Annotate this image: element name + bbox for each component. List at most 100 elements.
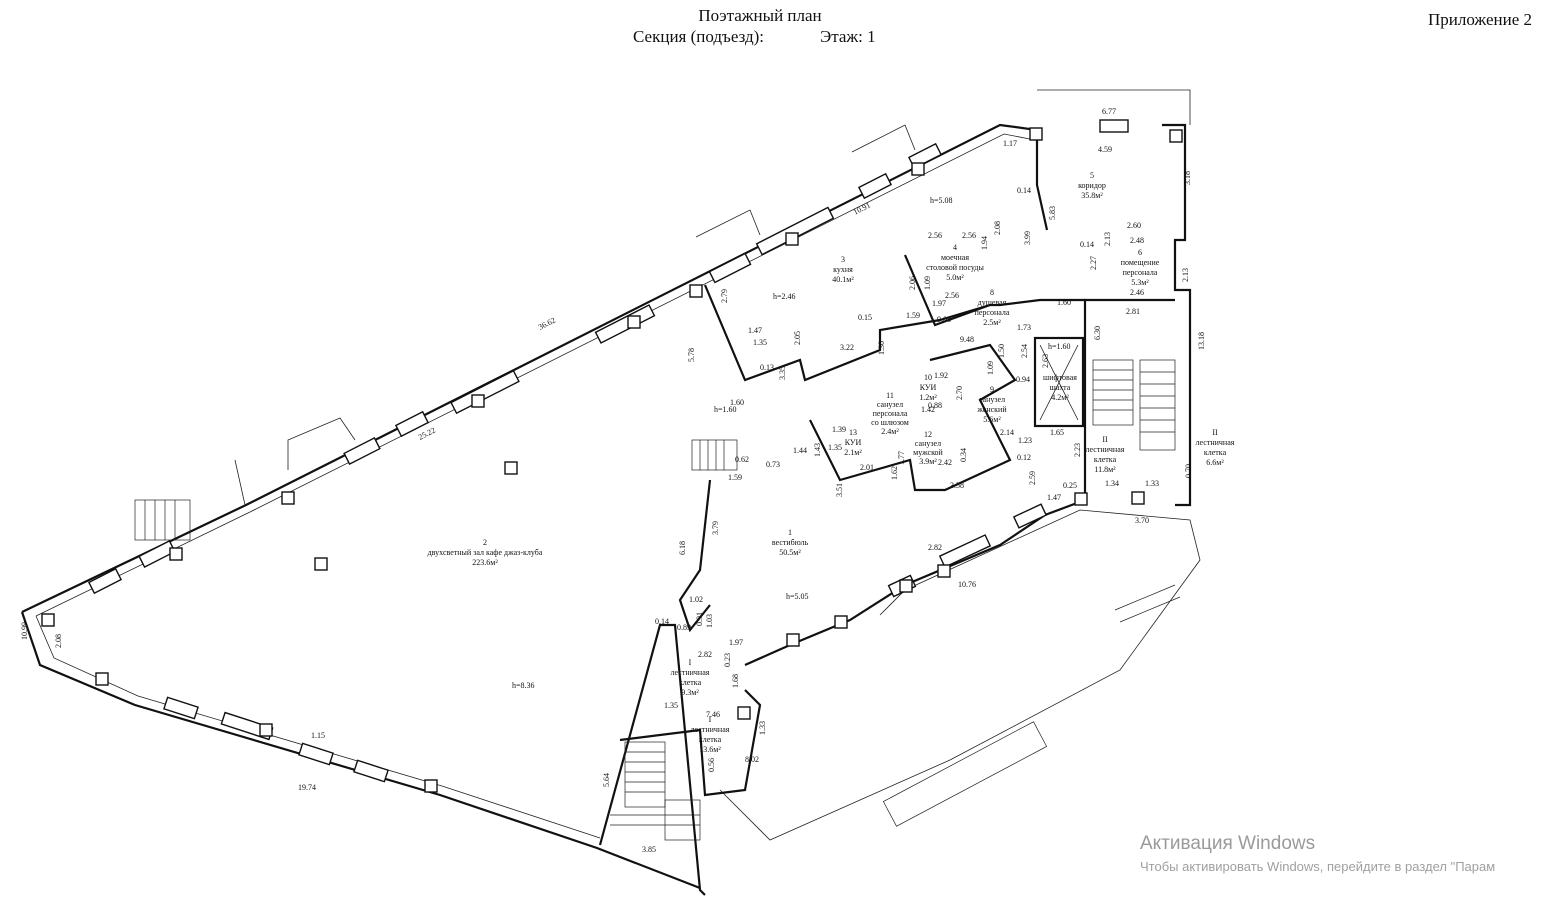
dimension-label: 2.81 — [1126, 307, 1140, 316]
dimension-label: 1.35 — [828, 443, 842, 452]
dimension-label: 1.47 — [1047, 493, 1061, 502]
dimension-label: 1.34 — [1105, 479, 1119, 488]
dimension-label: 1.94 — [980, 236, 989, 250]
dimension-label: 4.59 — [1098, 145, 1112, 154]
section-label: Секция (подъезд): — [633, 27, 765, 46]
dimension-label: 1.97 — [729, 638, 743, 647]
dimension-label: 3.51 — [835, 483, 844, 497]
activation-watermark-text: Чтобы активировать Windows, перейдите в … — [1140, 859, 1496, 874]
dimension-label: 1.65 — [1050, 428, 1064, 437]
dimension-label: 1.73 — [1017, 323, 1031, 332]
dimension-label: 36.62 — [537, 316, 557, 332]
corridor-east-wall — [1162, 123, 1192, 507]
dimension-label: 2.56 — [928, 231, 942, 240]
dimension-label: 1.09 — [986, 361, 995, 375]
dimension-label: 3.70 — [1135, 516, 1149, 525]
dimension-label: 25.22 — [417, 426, 437, 442]
vestibule-wall-west — [678, 479, 712, 633]
dimension-label: 1.15 — [311, 731, 325, 740]
dimension-label: 1.42 — [921, 405, 935, 414]
washroom-walls — [903, 254, 1085, 327]
east-block-wall — [1035, 128, 1049, 231]
dimension-label: 2.14 — [1000, 428, 1014, 437]
dimension-label: 1.62 — [890, 466, 899, 480]
height-label: h=5.05 — [786, 592, 809, 601]
height-label: h=5.08 — [930, 196, 953, 205]
dimension-label: 1.43 — [813, 443, 822, 457]
height-label: h=8.36 — [512, 681, 535, 690]
sanitary-block-walls — [809, 343, 1017, 492]
stair-flight-vestibule — [691, 439, 738, 471]
dimension-label: 5.83 — [1048, 206, 1057, 220]
dimension-label: 1.92 — [934, 371, 948, 380]
height-label: h=2.46 — [773, 292, 796, 301]
ramp-southeast — [882, 584, 1181, 827]
stair-flight-entrance — [134, 499, 191, 541]
dimension-label: 6.77 — [1102, 107, 1116, 116]
dimension-label: 1.47 — [748, 326, 762, 335]
dimension-label: 5.64 — [602, 773, 611, 787]
dimension-label: 1.68 — [731, 674, 740, 688]
dimension-label: 1.50 — [997, 344, 1006, 358]
dimension-label: 2.27 — [1089, 256, 1098, 270]
dimension-label: 10.91 — [852, 201, 872, 217]
dimension-label: 1.44 — [793, 446, 807, 455]
dimension-label: 0.15 — [858, 313, 872, 322]
dimension-label: 0.94 — [1016, 375, 1030, 384]
dimension-label: 3.22 — [840, 343, 854, 352]
dimension-label: 1.35 — [664, 701, 678, 710]
dimension-label: 0.14 — [655, 617, 669, 626]
floor-label: Этаж: 1 — [820, 27, 876, 46]
dimension-label: 1.17 — [1003, 139, 1017, 148]
dimension-label: 0.73 — [766, 460, 780, 469]
dimension-label: 10.99 — [20, 622, 29, 640]
dimension-label: 3.85 — [642, 845, 656, 854]
dimension-label: 0.89 — [677, 623, 691, 632]
height-label: h=1.60 — [1048, 342, 1071, 351]
dimension-label: 1.33 — [758, 721, 767, 735]
dimension-label: 0.14 — [1080, 240, 1094, 249]
dimension-label: 0.12 — [1017, 453, 1031, 462]
dimension-label: 2.01 — [860, 463, 874, 472]
exterior-wall-southwest — [20, 611, 701, 890]
dimension-label: 1.59 — [906, 311, 920, 320]
dimension-label: 6.18 — [678, 541, 687, 555]
dimension-label: 2.79 — [720, 289, 729, 303]
windows — [87, 119, 1129, 783]
elevator-shaft — [1033, 336, 1085, 428]
dimension-label: 1.35 — [753, 338, 767, 347]
dimension-label: 1.03 — [705, 614, 714, 628]
dimension-label: 2.05 — [793, 331, 802, 345]
plan-title: Поэтажный план — [698, 6, 822, 25]
bay-projections — [234, 89, 1191, 506]
dimension-label: 2.08 — [54, 634, 63, 648]
exterior-wall-southwest-inner — [35, 615, 601, 839]
dimension-label: 3.58 — [950, 481, 964, 490]
dimension-label: 2.06 — [908, 276, 917, 290]
dimension-label: 1.39 — [832, 425, 846, 434]
height-label: h=1.60 — [714, 405, 737, 414]
dimension-label: 3.18 — [1183, 171, 1192, 185]
stair-1-walls — [598, 623, 706, 896]
dimension-label: 3.35 — [778, 366, 787, 380]
dimension-label: 0.56 — [707, 758, 716, 772]
dimension-label: 19.74 — [298, 783, 316, 792]
dimension-label: 2.82 — [928, 543, 942, 552]
dimension-label: 5.78 — [687, 348, 696, 362]
exterior-wall-northwest — [21, 123, 1038, 613]
activation-watermark-title: Активация Windows — [1140, 833, 1316, 854]
dimension-label: 0.70 — [1184, 464, 1193, 478]
dimension-label: 2.82 — [698, 650, 712, 659]
